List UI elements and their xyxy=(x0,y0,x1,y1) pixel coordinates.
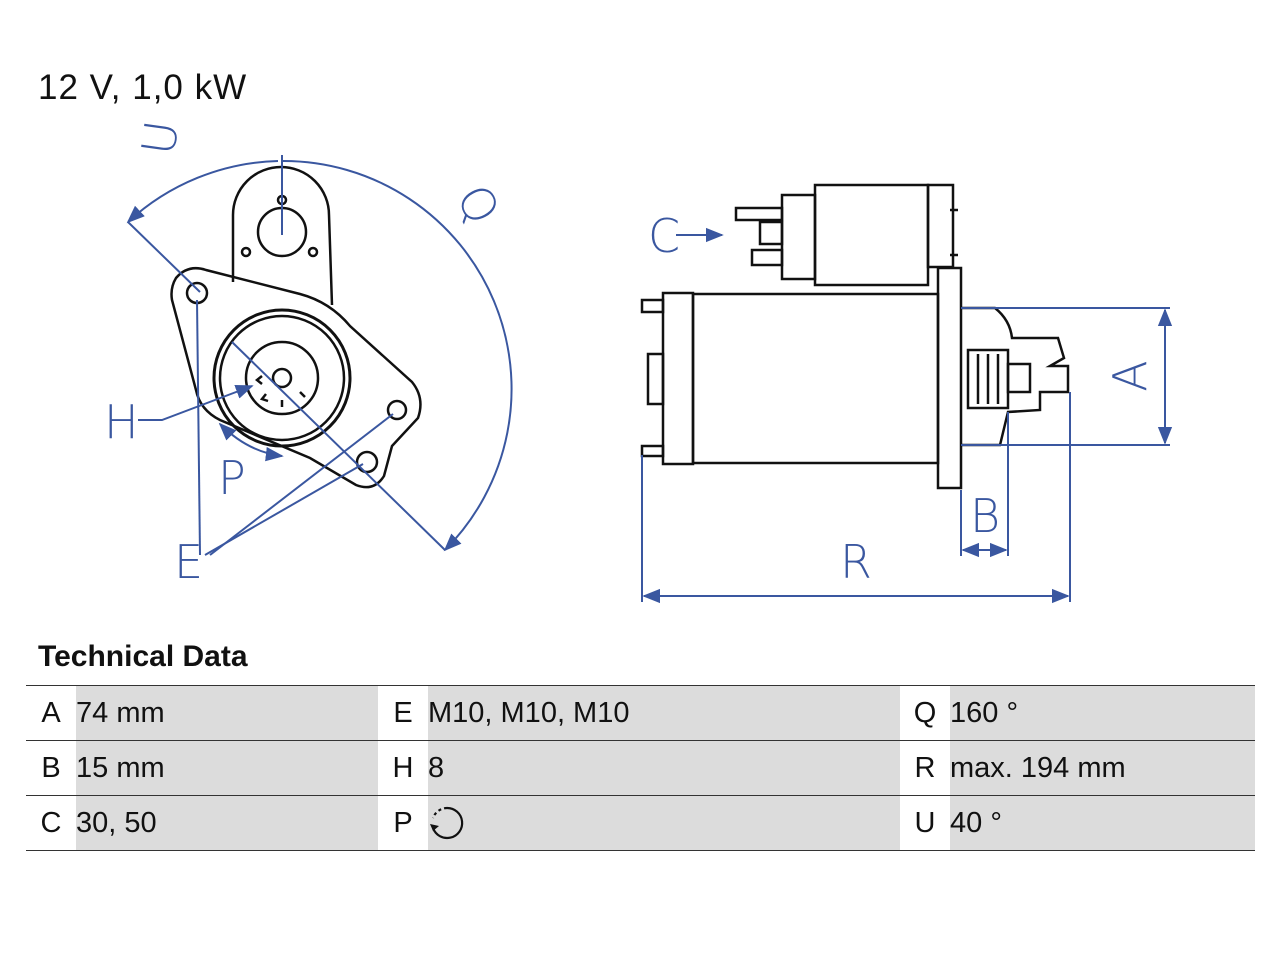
spec-value: 15 mm xyxy=(76,740,378,796)
spec-key: Q xyxy=(900,685,950,741)
spec-value: 160 ° xyxy=(950,685,1255,741)
spec-key: E xyxy=(378,685,428,741)
table-row: C 30, 50 P U 40 ° xyxy=(26,795,1255,851)
spec-value: 30, 50 xyxy=(76,795,378,851)
table-row: A 74 mm E M10, M10, M10 Q 160 ° xyxy=(26,685,1255,741)
spec-key: B xyxy=(26,740,76,796)
spec-key: U xyxy=(900,795,950,851)
label-a: A xyxy=(1103,360,1157,391)
spec-key: R xyxy=(900,740,950,796)
spec-value: 74 mm xyxy=(76,685,378,741)
technical-data-table: A 74 mm E M10, M10, M10 Q 160 ° B 15 mm … xyxy=(26,685,1255,851)
label-q: Q xyxy=(446,176,511,233)
label-b: B xyxy=(970,489,1000,543)
side-view-dimensions xyxy=(641,227,1173,604)
spec-value: 40 ° xyxy=(950,795,1255,851)
spec-key: C xyxy=(26,795,76,851)
spec-key: A xyxy=(26,685,76,741)
spec-value: max. 194 mm xyxy=(950,740,1255,796)
starter-motor-diagram: U Q H P E C A B R xyxy=(104,117,1173,604)
clockwise-rotation-icon xyxy=(430,806,464,840)
spec-value: 8 xyxy=(428,740,900,796)
spec-value: M10, M10, M10 xyxy=(428,685,900,741)
front-view-dimensions xyxy=(126,155,513,556)
table-row: B 15 mm H 8 R max. 194 mm xyxy=(26,740,1255,796)
label-c: C xyxy=(648,209,680,263)
label-u: U xyxy=(131,117,189,158)
voltage-power-rating: 12 V, 1,0 kW xyxy=(38,68,248,107)
spec-key: P xyxy=(378,795,428,851)
spec-value-rotation xyxy=(428,795,900,851)
label-e: E xyxy=(174,535,203,589)
front-view xyxy=(170,165,422,489)
label-h: H xyxy=(104,395,139,449)
spec-key: H xyxy=(378,740,428,796)
label-p: P xyxy=(218,451,246,505)
label-r: R xyxy=(840,535,872,589)
side-view xyxy=(640,183,1070,490)
technical-data-title: Technical Data xyxy=(38,640,248,673)
